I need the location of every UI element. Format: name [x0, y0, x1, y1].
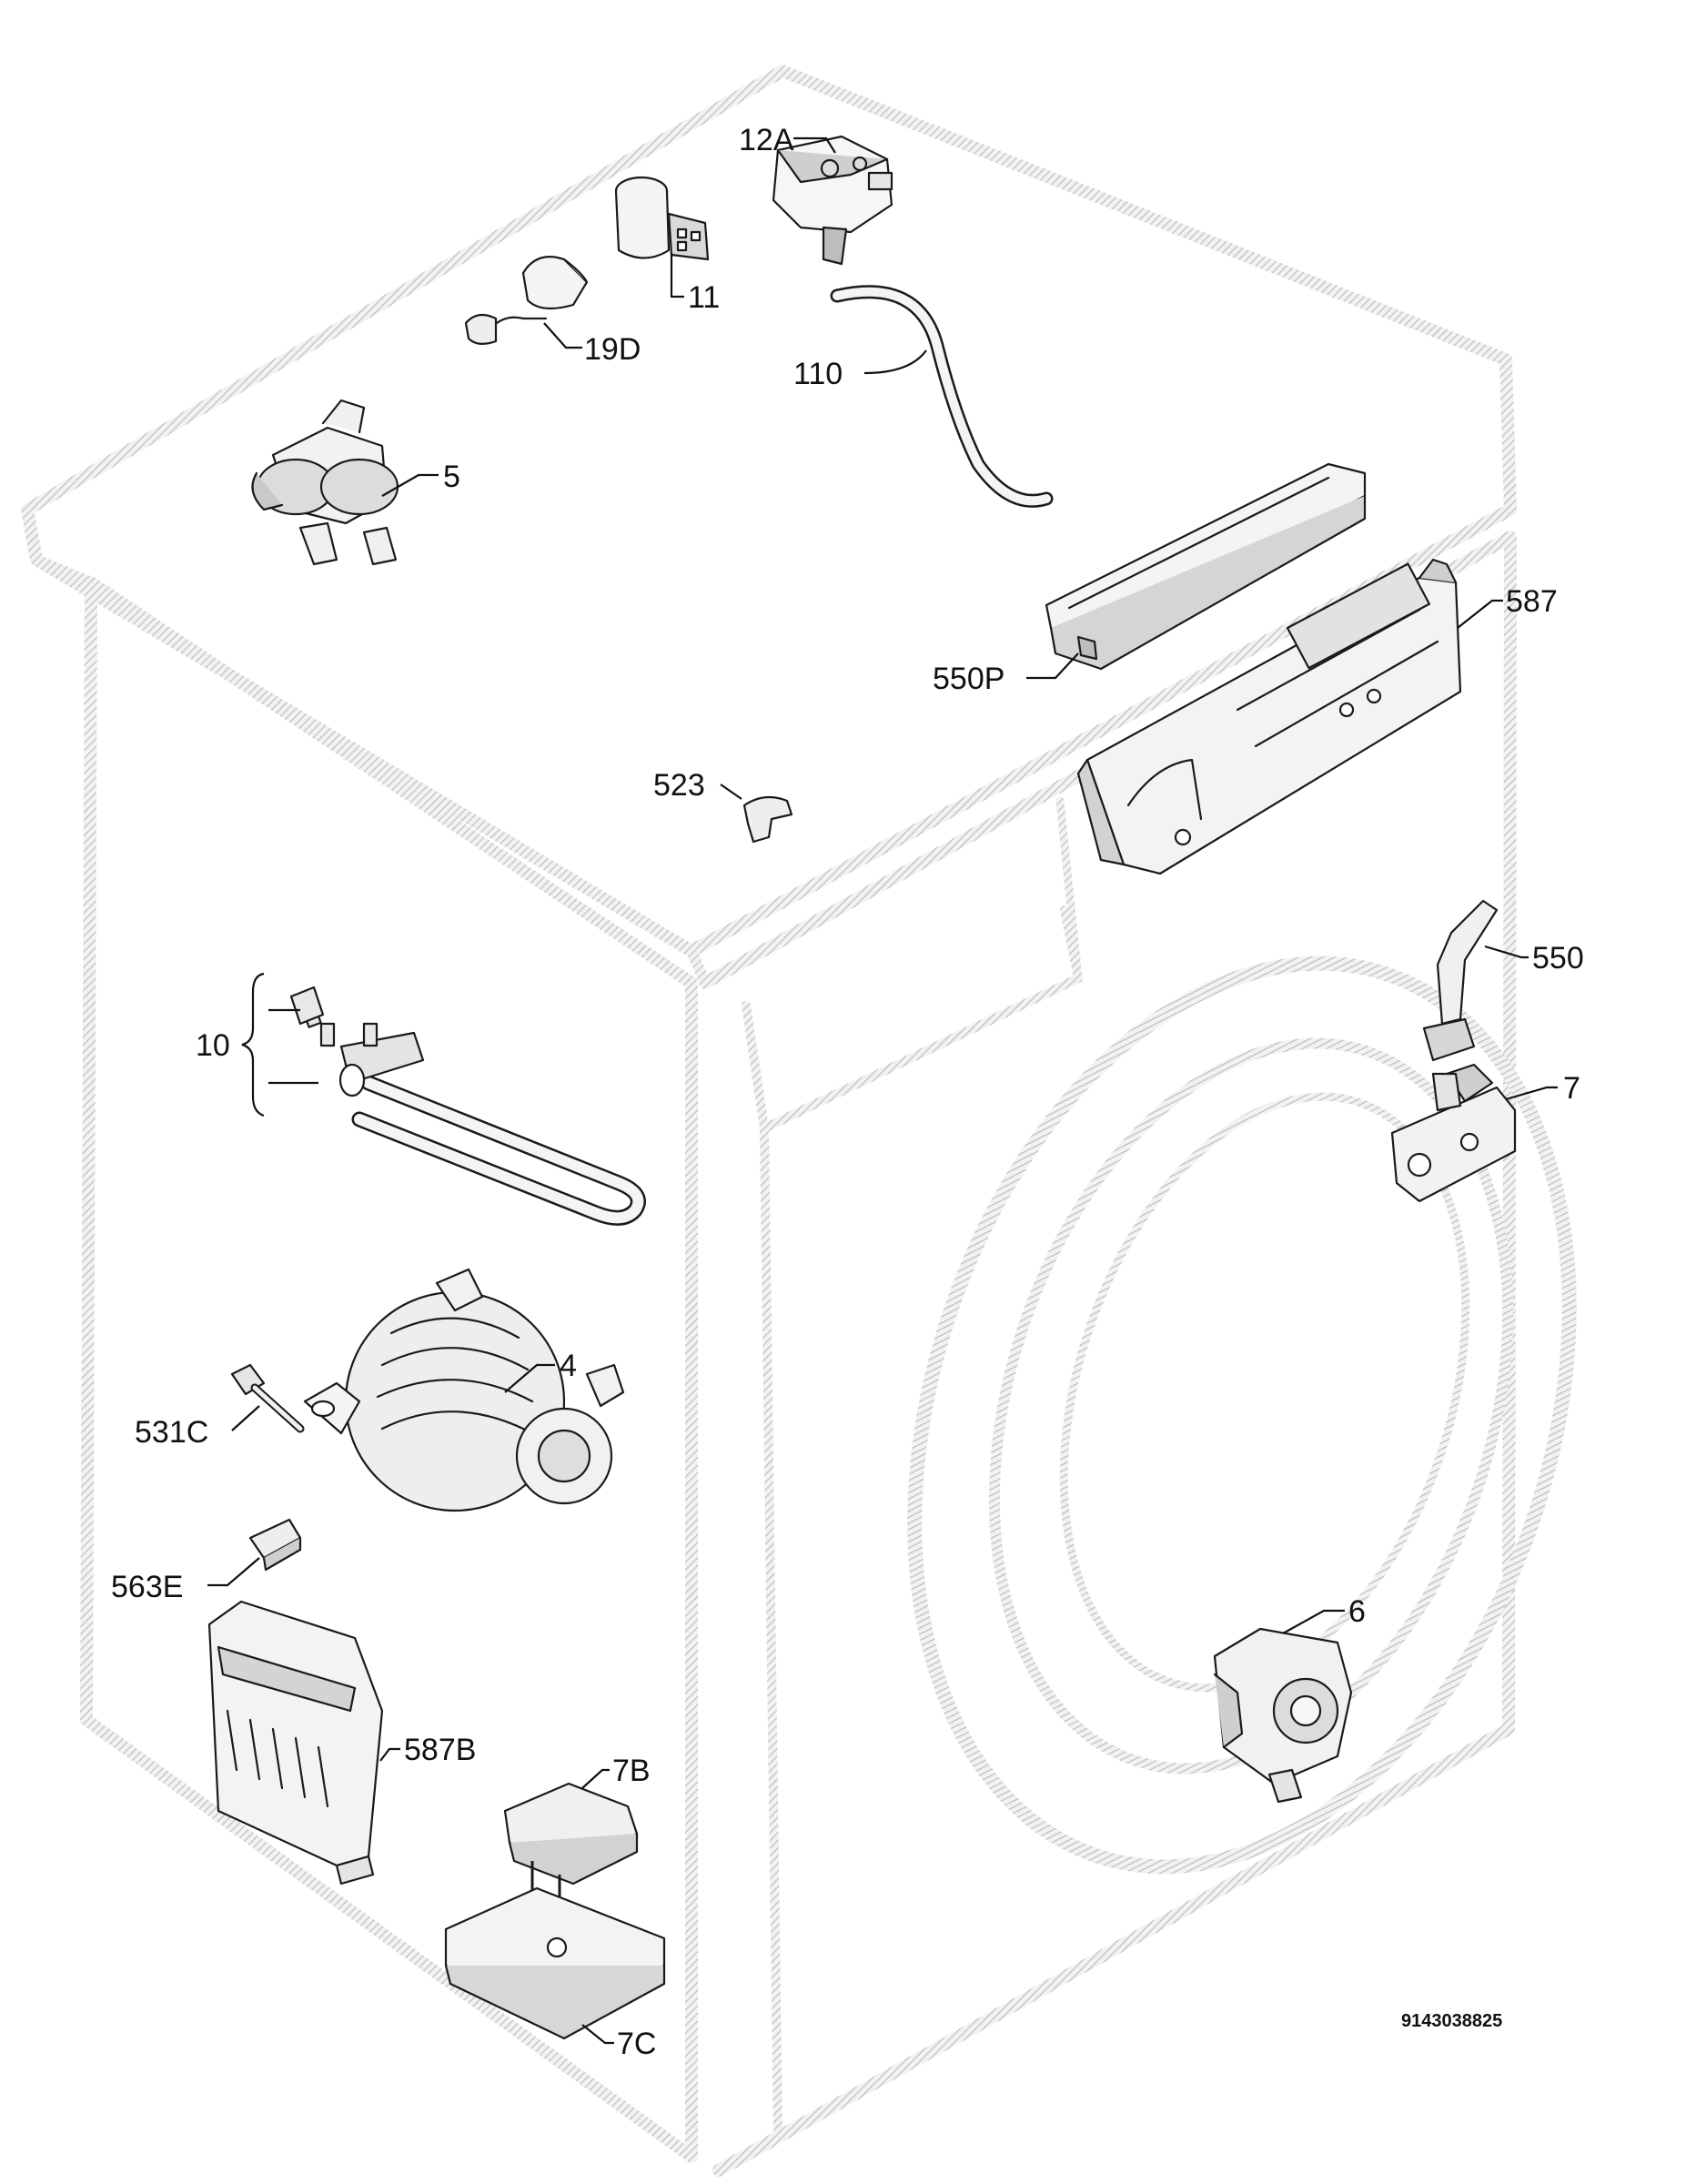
leader-6 [1282, 1609, 1345, 1634]
label-587B: 587B [404, 1733, 476, 1767]
cabinet-left-side [80, 576, 698, 2163]
label-10: 10 [196, 1028, 230, 1063]
leader-7C [581, 2024, 614, 2045]
label-11: 11 [688, 280, 720, 315]
part-531C-screw [230, 1363, 305, 1433]
part-10-heating-element [289, 986, 646, 1226]
part-7B-bracket [503, 1782, 639, 1920]
callout-labels: 12A 11 19D 110 5 587 550P 523 550 10 7 4… [111, 123, 1584, 2061]
cabinet-door-glass [1059, 1092, 1470, 1693]
label-7: 7 [1563, 1071, 1580, 1106]
label-6: 6 [1348, 1594, 1366, 1629]
part-587-electronic-module [1076, 558, 1462, 875]
part-7-door-interlock [1390, 1063, 1517, 1203]
leader-550 [1484, 945, 1529, 959]
leader-5 [381, 473, 439, 497]
part-7C-base-plate [444, 1886, 666, 2040]
part-523-clip [742, 795, 793, 844]
part-6-drain-pump [1213, 1627, 1353, 1804]
label-550P: 550P [933, 662, 1004, 696]
part-4-motor [303, 1268, 625, 1512]
cabinet-door-inner-ring [988, 1037, 1514, 1774]
label-587: 587 [1506, 584, 1558, 619]
cabinet-control-panel-step [1055, 796, 1083, 983]
label-5: 5 [443, 460, 460, 494]
leader-7B [581, 1768, 610, 1789]
label-563E: 563E [111, 1570, 183, 1604]
cabinet-door-outer-ring [907, 956, 1577, 1875]
leader-4 [504, 1363, 555, 1393]
label-12A: 12A [739, 123, 794, 157]
part-19D-sensor [464, 256, 589, 345]
leader-lines [207, 136, 1558, 2045]
leader-10-brace [241, 972, 265, 1117]
part-11-suppressor [614, 176, 710, 261]
part-587B-module [207, 1600, 384, 1886]
label-19D: 19D [584, 332, 641, 367]
leader-7 [1505, 1086, 1558, 1101]
part-110-hose [830, 285, 1054, 508]
label-531C: 531C [135, 1415, 208, 1450]
label-7B: 7B [612, 1754, 651, 1788]
leader-110 [863, 349, 927, 375]
part-5-inlet-valve [251, 399, 399, 566]
leader-531C [231, 1405, 260, 1431]
part-12A-pressure-switch [772, 135, 893, 266]
leader-12A [793, 136, 836, 154]
label-4: 4 [560, 1349, 577, 1383]
label-110: 110 [793, 357, 843, 391]
leader-587B [379, 1747, 400, 1762]
leader-587 [1457, 599, 1503, 629]
leader-11 [670, 253, 684, 298]
leader-523 [720, 784, 742, 800]
part-550P-panel-trim [1045, 462, 1367, 671]
document-number: 9143038825 [1401, 2011, 1502, 2031]
label-550: 550 [1532, 941, 1584, 976]
leader-563E [207, 1557, 260, 1587]
leader-550P [1026, 652, 1079, 680]
part-563E-connector [248, 1518, 302, 1572]
label-523: 523 [653, 768, 705, 803]
leader-19D [543, 322, 582, 349]
part-550-door-handle [1422, 899, 1499, 1062]
label-7C: 7C [617, 2027, 656, 2061]
